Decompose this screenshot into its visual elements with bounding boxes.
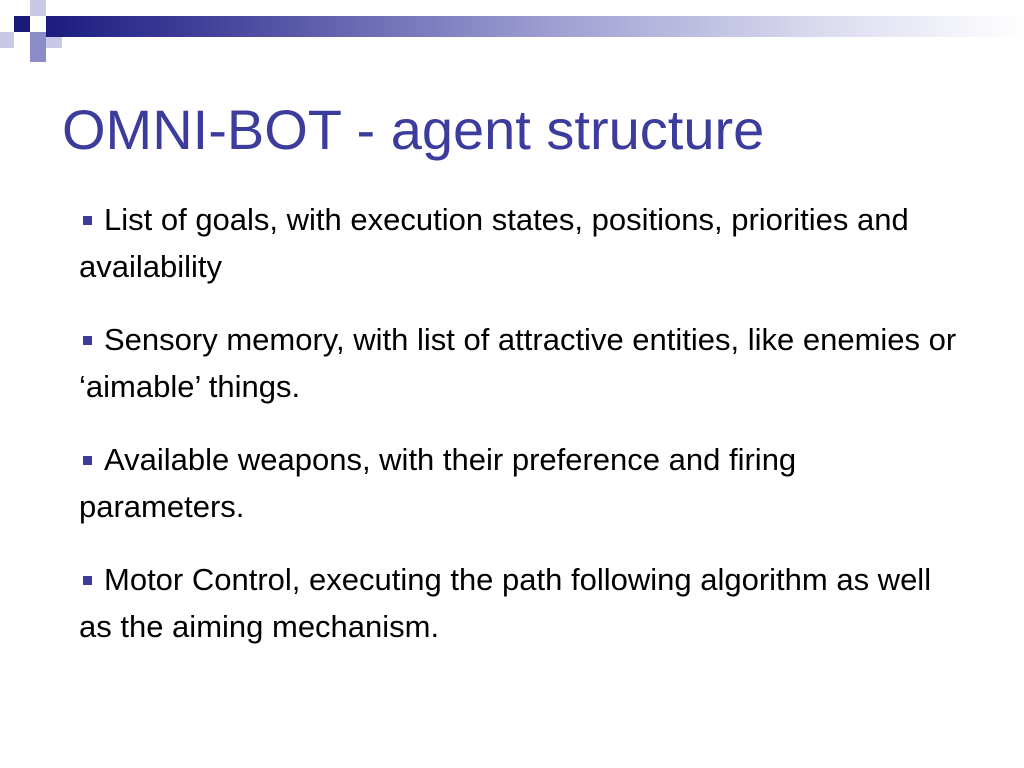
decorative-square — [30, 32, 46, 48]
bullet-item: List of goals, with execution states, po… — [79, 196, 959, 290]
bullet-item: Sensory memory, with list of attractive … — [79, 316, 959, 410]
decorative-square — [30, 0, 46, 16]
bullet-text: Sensory memory, with list of attractive … — [79, 322, 957, 404]
header-gradient-bar — [46, 16, 1024, 37]
square-bullet-icon — [83, 576, 92, 585]
decorative-square — [0, 32, 14, 48]
square-bullet-icon — [83, 456, 92, 465]
decorative-square — [30, 48, 46, 62]
bullet-item: Available weapons, with their preference… — [79, 436, 959, 530]
bullet-list: List of goals, with execution states, po… — [79, 196, 959, 676]
bullet-text: List of goals, with execution states, po… — [79, 202, 909, 284]
slide-title: OMNI-BOT - agent structure — [62, 98, 765, 161]
square-bullet-icon — [83, 336, 92, 345]
bullet-text: Available weapons, with their preference… — [79, 442, 797, 524]
decorative-square — [14, 16, 30, 32]
bullet-item: Motor Control, executing the path follow… — [79, 556, 959, 650]
bullet-text: Motor Control, executing the path follow… — [79, 562, 932, 644]
header-decoration — [0, 0, 1024, 70]
square-bullet-icon — [83, 216, 92, 225]
